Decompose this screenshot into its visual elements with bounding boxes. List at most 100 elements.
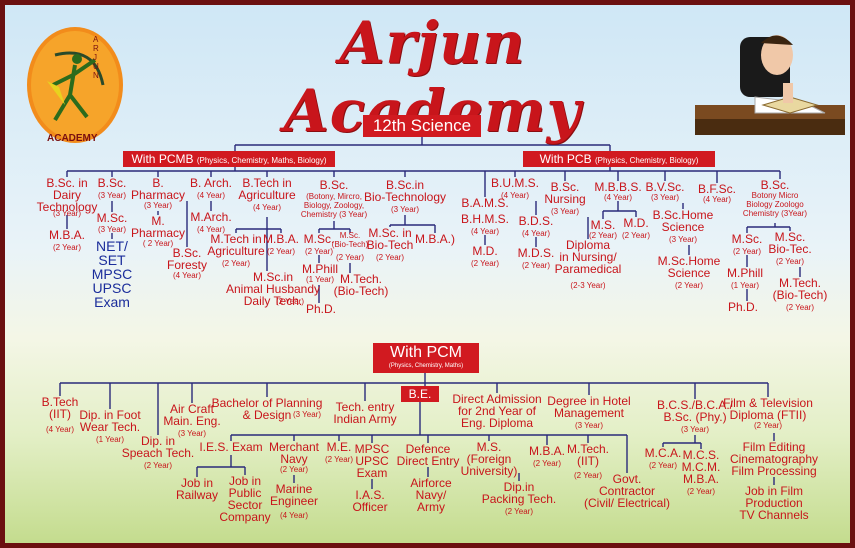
node-dipspeach-y: (2 Year) bbox=[143, 461, 173, 470]
node-marine: Marine Engineer bbox=[269, 482, 319, 508]
pcmb-label: With PCMB bbox=[131, 152, 194, 166]
node-bcs-y: (3 Year) bbox=[680, 425, 710, 434]
node-mds-y: (2 Year) bbox=[521, 261, 551, 270]
node-mphil1: M.Phill bbox=[301, 262, 339, 276]
node-mba1: M.B.A. bbox=[48, 228, 86, 242]
node-btech-iit-y: (4 Year) bbox=[45, 425, 75, 434]
node-mds: M.D.S. bbox=[517, 246, 555, 260]
pcm-subjects: (Physics, Chemistry, Maths) bbox=[388, 363, 464, 369]
node-mtechiit: M.Tech. (IIT) bbox=[566, 442, 610, 468]
node-filmedit: Film Editing Cinematography Film Process… bbox=[729, 440, 819, 478]
pcm-label: With PCM bbox=[390, 344, 462, 361]
node-mschome: M.Sc.Home Science bbox=[657, 254, 721, 280]
node-bscbt-y: (3 Year) bbox=[390, 205, 420, 214]
node-bsc-bmbz: B.Sc. bbox=[319, 178, 349, 192]
node-mba3: M.B.A.) bbox=[414, 232, 456, 246]
node-ms-y: (2 Year) bbox=[588, 231, 618, 240]
node-dipfoot-y: (1 Year) bbox=[95, 435, 125, 444]
node-bschome: B.Sc.Home Science bbox=[652, 208, 714, 234]
node-film-y: (2 Year) bbox=[753, 421, 783, 430]
node-mscbt2-y: (2 Year) bbox=[775, 257, 805, 266]
node-ms: M.S. bbox=[590, 218, 616, 232]
arjun-logo-icon bbox=[27, 27, 123, 143]
node-mtechbt2: M.Tech. (Bio-Tech) bbox=[772, 276, 828, 302]
node-march-y: (4 Year) bbox=[196, 225, 226, 234]
node-net: NET/ SET MPSC UPSC Exam bbox=[91, 238, 133, 310]
node-hotel: Degree in Hotel Management bbox=[547, 394, 631, 420]
node-hotel-y: (3 Year) bbox=[574, 421, 604, 430]
node-airforce: Airforce Navy/ Army bbox=[410, 476, 452, 514]
node-film: Film & Television Diploma (FTII) bbox=[723, 396, 813, 422]
node-md2-y: (2 Year) bbox=[621, 231, 651, 240]
pcmb-subjects: (Physics, Chemistry, Maths, Biology) bbox=[196, 156, 327, 165]
node-mba1-y: (2 Year) bbox=[52, 243, 82, 252]
node-bums: B.U.M.S. bbox=[490, 176, 540, 190]
node-mpharm: M. Pharmacy bbox=[130, 214, 186, 240]
node-bds-y: (4 Year) bbox=[521, 229, 551, 238]
node-msc3: M.Sc. bbox=[731, 232, 763, 246]
node-aircraft: Air Craft Main. Eng. bbox=[163, 402, 221, 428]
node-pubsector: Job in Public Sector Company bbox=[219, 474, 271, 524]
node-dipspeach: Dip. in Speach Tech. bbox=[121, 434, 195, 460]
node-bscn: B.Sc. Nursing bbox=[544, 180, 586, 206]
node-mschome-y: (2 Year) bbox=[674, 281, 704, 290]
node-mbbs: M.B.B.S. bbox=[594, 180, 642, 194]
node-mtagri: M.Tech in Agriculture bbox=[207, 232, 265, 258]
node-bsc-dairy: B.Sc. in Dairy Technology bbox=[36, 176, 98, 214]
node-bpharm: B. Pharmacy bbox=[130, 176, 186, 202]
node-mcs: M.C.S. M.C.M. M.B.A. bbox=[681, 448, 721, 486]
node-mcs-y: (2 Year) bbox=[686, 487, 716, 496]
banner-pcb: With PCB (Physics, Chemistry, Biology) bbox=[523, 151, 715, 167]
node-bams: B.A.M.S. bbox=[461, 196, 509, 210]
node-bhms-y: (4 Year) bbox=[470, 227, 500, 236]
pcb-subjects: (Physics, Chemistry, Biology) bbox=[594, 156, 699, 165]
pcb-label: With PCB bbox=[539, 152, 592, 166]
node-direct2: Direct Admission for 2nd Year of Eng. Di… bbox=[452, 392, 542, 430]
node-dipfoot: Dip. in Foot Wear Tech. bbox=[79, 408, 141, 434]
node-railway: Job in Railway bbox=[175, 476, 219, 502]
node-me: M.E. bbox=[326, 440, 352, 454]
banner-12th-science: 12th Science bbox=[363, 115, 481, 137]
node-bvsc: B.V.Sc. bbox=[645, 180, 685, 194]
banner-pcm: With PCM (Physics, Chemistry, Maths) bbox=[373, 343, 479, 373]
node-bplan-y: (3 Year) bbox=[292, 410, 322, 419]
node-bfsc: B.F.Sc. bbox=[697, 182, 737, 196]
node-mscbt-y: (2 Year) bbox=[335, 253, 365, 262]
node-bvsc-y: (3 Year) bbox=[650, 193, 680, 202]
node-dippack-y: (2 Year) bbox=[504, 507, 534, 516]
node-techentry: Tech. entry Indian Army bbox=[333, 400, 397, 426]
connector-lines bbox=[59, 137, 801, 489]
node-bscfor-y: (4 Year) bbox=[172, 271, 202, 280]
node-dipn-y: (2-3 Year) bbox=[570, 281, 606, 290]
node-bscfor: B.Sc. Foresty bbox=[166, 246, 208, 272]
node-merchant-y: (2 Year) bbox=[279, 465, 309, 474]
node-ias: I.A.S. Officer bbox=[352, 488, 388, 514]
node-barch: B. Arch. bbox=[189, 176, 233, 190]
node-mphil1-y: (1 Year) bbox=[305, 275, 335, 284]
node-march: M.Arch. bbox=[190, 210, 232, 224]
node-ies: I.E.S. Exam bbox=[199, 440, 263, 454]
node-marine-y: (4 Year) bbox=[279, 511, 309, 520]
node-bscbt: B.Sc.in Bio-Technology bbox=[363, 178, 447, 204]
node-mtechiit-y: (2 Year) bbox=[573, 471, 603, 480]
node-dippack: Dip.in Packing Tech. bbox=[481, 480, 557, 506]
node-bsc1: B.Sc. bbox=[97, 176, 127, 190]
banner-be: B.E. bbox=[401, 386, 439, 402]
node-md1: M.D. bbox=[472, 244, 498, 258]
node-mba2-y: (2 Year) bbox=[266, 247, 296, 256]
node-bsc-bmbz-s: (Botony, Mircro, Biology, Zoology, Chemi… bbox=[300, 192, 368, 219]
node-bsc1-y: (3 Year) bbox=[97, 191, 127, 200]
node-msc1: M.Sc. bbox=[96, 211, 128, 225]
node-mscbt2: M.Sc. Bio-Tec. bbox=[768, 230, 812, 256]
node-mpsc: MPSC UPSC Exam bbox=[354, 442, 390, 480]
reading-man-icon bbox=[695, 35, 845, 135]
node-btech-iit: B.Tech (IIT) bbox=[41, 395, 79, 421]
node-mca-y: (2 Year) bbox=[648, 461, 678, 470]
node-mscbt: M.Sc. (Bio-Tech) bbox=[331, 231, 369, 249]
node-mca: M.C.A. bbox=[644, 446, 682, 460]
node-msforeign: M.S. (Foreign University) bbox=[460, 440, 518, 478]
node-dipn: Diploma in Nursing/ Paramedical bbox=[554, 238, 622, 276]
node-mtechbt2-y: (2 Year) bbox=[785, 303, 815, 312]
node-merchant: Merchant Navy bbox=[268, 440, 320, 466]
